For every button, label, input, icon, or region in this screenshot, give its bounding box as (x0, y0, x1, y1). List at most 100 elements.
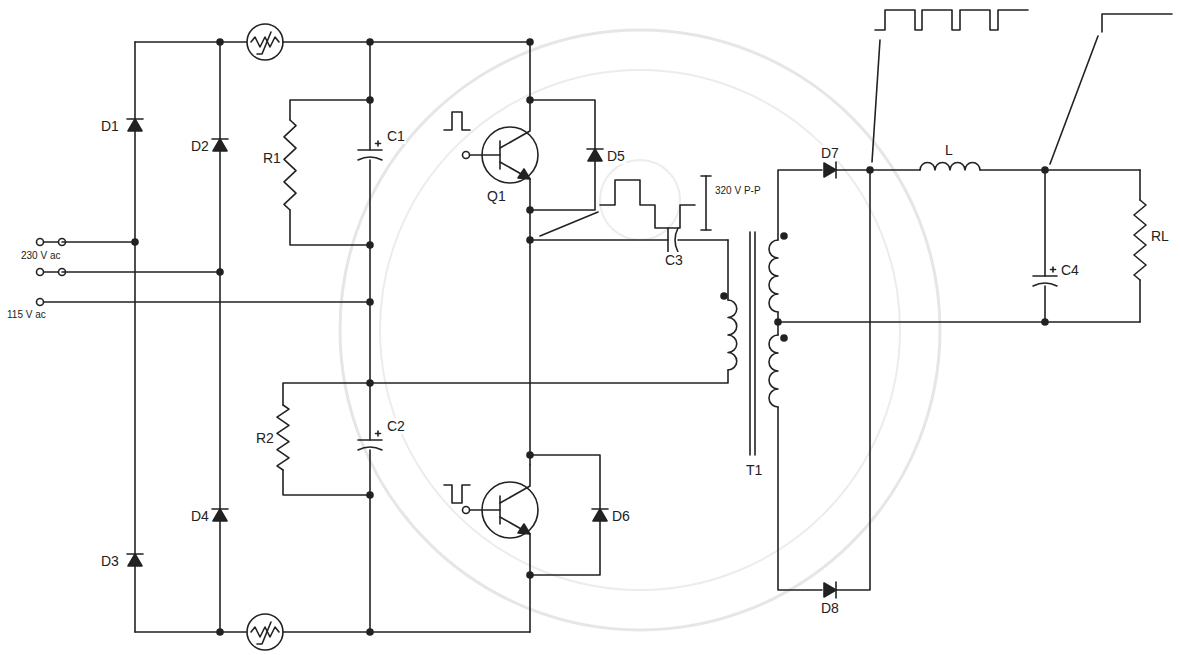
load-label: RL (1150, 228, 1170, 244)
wire (1044, 286, 1046, 322)
junction-dot (132, 239, 138, 245)
wire (219, 42, 221, 632)
diode-label: D1 (100, 118, 120, 134)
wire (530, 100, 595, 210)
capacitor-plate (667, 228, 669, 252)
polarity-mark (376, 143, 381, 145)
junction-dot (217, 39, 223, 45)
transistor-collector (500, 42, 530, 148)
thermistor-symbol (257, 32, 271, 54)
junction-dot (367, 39, 373, 45)
transistor-label: Q1 (486, 188, 507, 204)
junction-dot (367, 242, 373, 248)
diode-label: D7 (820, 145, 840, 161)
junction-dot (1042, 167, 1048, 173)
wire (283, 470, 370, 495)
diode-bar (127, 553, 143, 555)
wire (62, 241, 135, 243)
junction-dot (217, 629, 223, 635)
resistor-label: R1 (262, 150, 282, 166)
diode-symbol (213, 509, 227, 521)
input-terminal (37, 269, 44, 276)
transistor-emitter (500, 162, 530, 465)
diode-bar (592, 508, 608, 510)
jumper-link (44, 271, 58, 273)
resistor-label: R2 (255, 430, 275, 446)
drive-pulse (444, 112, 470, 130)
diode-symbol (213, 139, 227, 151)
watermark-seal (340, 30, 940, 630)
wire (1044, 170, 1046, 276)
resistor-symbol (277, 405, 289, 470)
wire (290, 100, 370, 120)
capacitor-plate (1033, 275, 1057, 277)
junction-dot (721, 293, 727, 299)
diode-label: D5 (606, 148, 626, 164)
junction-dot (527, 39, 533, 45)
diode-symbol (593, 509, 607, 521)
diode-label: D3 (100, 553, 120, 569)
thermistor-symbol (257, 622, 271, 644)
transistor-emitter (500, 517, 530, 632)
diode-symbol (128, 119, 142, 131)
wire (836, 170, 870, 590)
thermistor-symbol (247, 614, 283, 650)
transformer-core (754, 232, 756, 455)
wire (370, 370, 728, 383)
junction-dot (1042, 319, 1048, 325)
junction-dot (775, 319, 781, 325)
wire (290, 210, 370, 245)
wire (1139, 280, 1141, 322)
leader-line (1050, 36, 1098, 164)
wire (135, 631, 247, 633)
jumper-link (44, 241, 58, 243)
thermistor-symbol (247, 24, 283, 60)
diode-bar (587, 148, 603, 150)
junction-dot (527, 97, 533, 103)
inductor-symbol (920, 163, 980, 170)
capacitor-label: C2 (386, 418, 406, 434)
resistor-symbol (284, 120, 296, 210)
wire (283, 41, 530, 43)
input-voltage-label: 115 V ac (6, 309, 47, 321)
wire (836, 169, 920, 171)
winding-symbol (728, 300, 737, 370)
wire (778, 170, 822, 240)
rectified-waveform (875, 10, 1028, 30)
diode-label: D8 (820, 600, 840, 616)
junction-dot (527, 572, 533, 578)
inductor-label: L (944, 142, 954, 158)
wire (778, 407, 822, 590)
polarity-mark (376, 433, 381, 435)
diode-label: D6 (611, 508, 631, 524)
wire (369, 450, 371, 632)
dimension-line (705, 176, 707, 230)
junction-dot (367, 97, 373, 103)
diode-label: D2 (190, 138, 210, 154)
polarity-mark (1051, 269, 1056, 271)
input-terminal (37, 299, 44, 306)
junction-dot (527, 452, 533, 458)
winding-symbol (769, 240, 778, 312)
wire (530, 455, 600, 575)
input-terminal (37, 239, 44, 246)
capacitor-plate (358, 149, 382, 151)
emitter-arrow (518, 524, 530, 534)
wire (369, 160, 371, 383)
diode-symbol (588, 149, 602, 161)
capacitor-label: C4 (1060, 262, 1080, 278)
wire (530, 239, 668, 241)
wire (369, 383, 371, 440)
junction-dot (781, 233, 787, 239)
wire (1139, 170, 1141, 200)
drive-pulse (444, 485, 470, 503)
transistor-base (470, 509, 500, 511)
wire (135, 41, 247, 43)
dimension-tick (701, 229, 711, 231)
wire (369, 42, 371, 150)
wire (44, 301, 370, 303)
wire (727, 240, 729, 300)
junction-dot (217, 269, 223, 275)
